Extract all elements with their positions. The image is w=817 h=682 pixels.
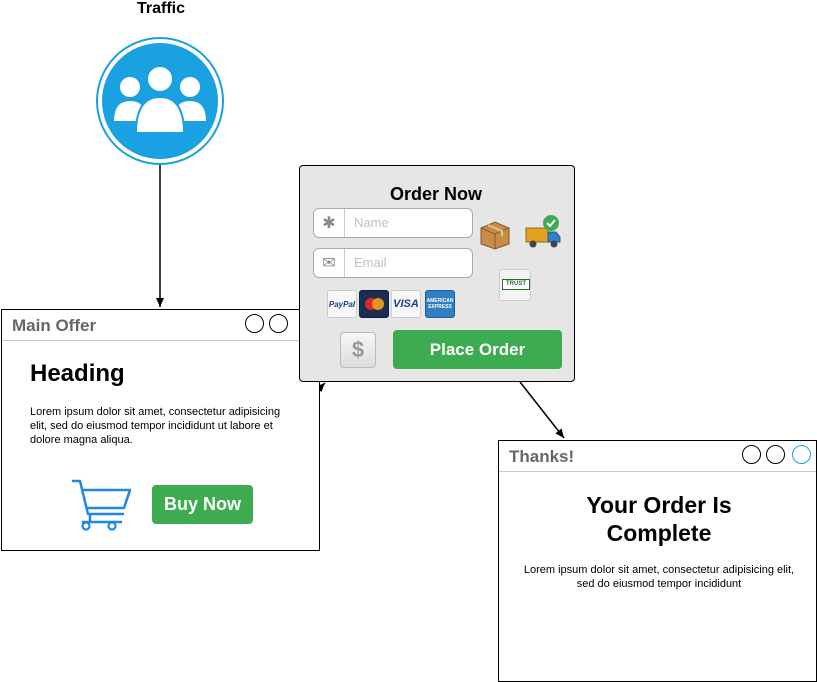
asterisk-icon: ✱ (314, 209, 345, 237)
users-group-icon (96, 37, 224, 165)
place-order-button[interactable]: Place Order (393, 330, 562, 369)
window-button-icon[interactable] (792, 445, 811, 464)
order-panel-title: Order Now (389, 184, 482, 204)
name-placeholder: Name (354, 215, 389, 230)
delivery-truck-icon (524, 214, 562, 255)
email-placeholder: Email (354, 255, 387, 270)
order-now-panel: Order Now ✱ Name ✉ Email TRUST PayPal (299, 165, 575, 382)
window-button-icon[interactable] (766, 445, 785, 464)
email-field[interactable]: ✉ Email (313, 248, 473, 278)
window-button-icon[interactable] (269, 314, 288, 333)
trust-badge-icon: TRUST (499, 269, 531, 301)
main-offer-window: Main Offer Heading Lorem ipsum dolor sit… (1, 309, 320, 551)
dollar-icon[interactable]: $ (340, 332, 376, 368)
thanks-body: Lorem ipsum dolor sit amet, consectetur … (523, 564, 795, 590)
main-offer-title-bar: Main Offer (2, 310, 319, 341)
amex-icon: AMERICAN EXPRESS (425, 290, 455, 318)
main-offer-body: Lorem ipsum dolor sit amet, consectetur … (30, 406, 281, 446)
shopping-cart-icon[interactable] (70, 478, 134, 539)
window-button-icon[interactable] (245, 314, 264, 333)
visa-icon: VISA (391, 290, 421, 318)
window-button-icon[interactable] (742, 445, 761, 464)
thanks-title: Thanks! (509, 447, 575, 466)
main-offer-heading: Heading (30, 360, 125, 387)
thanks-title-bar: Thanks! (499, 441, 816, 472)
traffic-label: Traffic (136, 0, 185, 17)
main-offer-title: Main Offer (12, 316, 97, 335)
mastercard-icon (359, 290, 389, 318)
paypal-icon: PayPal (327, 290, 357, 318)
name-field[interactable]: ✱ Name (313, 208, 473, 238)
trust-badge-label: TRUST (502, 279, 530, 290)
package-icon (478, 218, 512, 255)
buy-now-button[interactable]: Buy Now (152, 485, 253, 524)
envelope-icon: ✉ (314, 249, 345, 277)
arrow-order-to-thanks (519, 381, 565, 439)
thanks-window: Thanks! Your Order Is Complete Lorem ips… (498, 440, 817, 682)
thanks-heading: Your Order Is Complete (586, 492, 732, 546)
